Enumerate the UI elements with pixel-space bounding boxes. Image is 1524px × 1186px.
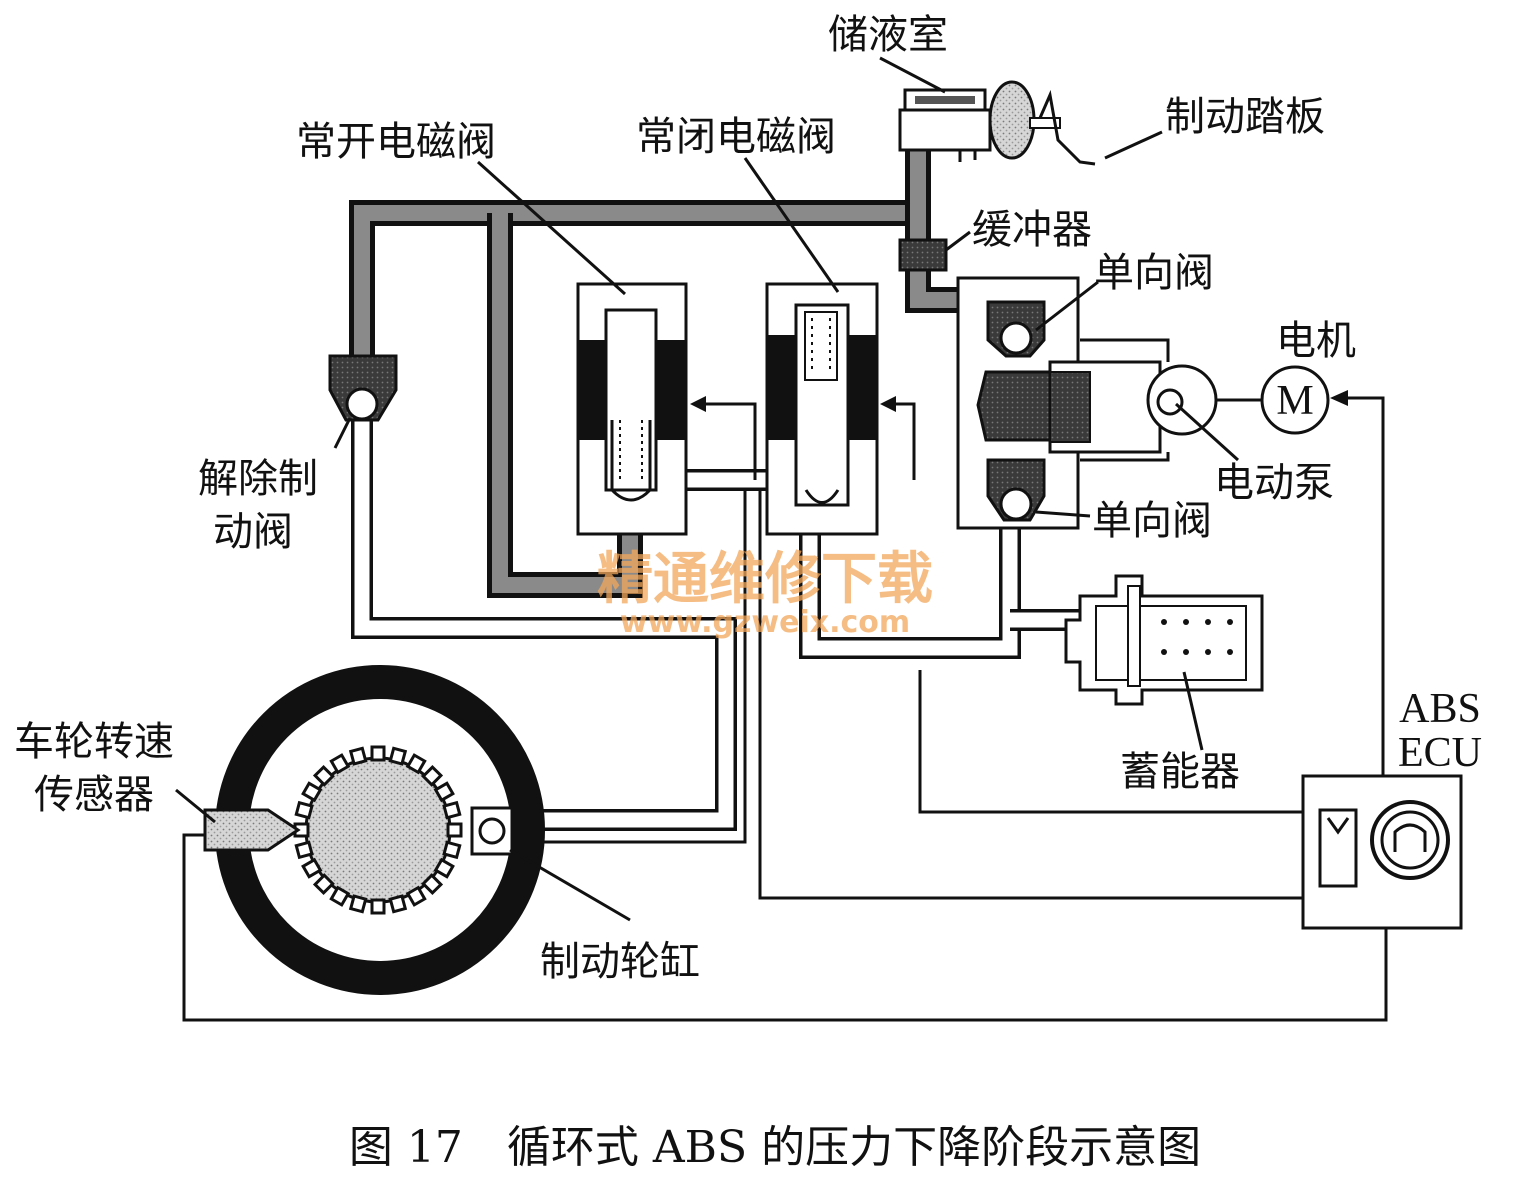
label-wheel-cylinder: 制动轮缸 [540, 939, 700, 985]
tone-ring-tooth [388, 894, 408, 914]
buffer-device [898, 238, 948, 272]
tone-ring-tooth [312, 764, 335, 787]
tone-ring-tooth [388, 746, 408, 766]
label-wheel-sensor-line2: 传感器 [34, 772, 154, 818]
label-wheel-sensor-line1: 车轮转速 [14, 719, 174, 765]
accumulator-device [1064, 574, 1264, 706]
low-pressure-lines [351, 410, 1080, 831]
tone-ring-tooth [405, 753, 427, 775]
tone-ring-tooth [294, 800, 314, 820]
motor: M [1260, 365, 1330, 435]
tone-ring-teeth [293, 745, 463, 915]
tone-ring-tooth [433, 857, 455, 879]
label-accumulator: 蓄能器 [1120, 749, 1240, 795]
release-valve [328, 354, 398, 422]
tone-ring-tooth [442, 800, 462, 820]
tone-ring-tooth [405, 885, 427, 907]
abs-ecu [1301, 774, 1463, 930]
tone-ring-tooth [442, 840, 462, 860]
wheel-assembly [203, 665, 545, 995]
label-electric-pump: 电动泵 [1214, 460, 1334, 506]
label-motor: 电机 [1276, 318, 1356, 364]
tone-ring-tooth [421, 764, 444, 787]
tone-ring-tooth [312, 873, 335, 896]
tone-ring-tooth [329, 753, 351, 775]
control-arrows [690, 396, 916, 480]
master-cylinder-assembly [898, 80, 1096, 166]
figure-caption: 图 17 循环式 ABS 的压力下降阶段示意图 [349, 1122, 1201, 1173]
label-release-valve-line2: 动阀 [213, 509, 293, 555]
watermark-line1: 精通维修下载 [597, 547, 933, 612]
tone-ring-tooth [329, 885, 351, 907]
tone-ring-tooth [370, 898, 386, 915]
label-check-valve-top: 单向阀 [1094, 250, 1214, 296]
motor-symbol: M [1276, 378, 1313, 424]
label-ecu-line1: ABS [1399, 686, 1481, 732]
label-normally-closed-valve: 常闭电磁阀 [636, 114, 836, 160]
label-buffer: 缓冲器 [972, 207, 1092, 253]
tone-ring-tooth [348, 746, 368, 766]
label-release-valve-line1: 解除制 [198, 456, 318, 502]
tone-ring-tooth [446, 822, 463, 838]
tone-ring-tooth [294, 840, 314, 860]
tone-ring-tooth [370, 745, 386, 762]
leader-lines [175, 56, 1240, 922]
tone-ring-tooth [301, 857, 323, 879]
tone-ring-tooth [348, 894, 368, 914]
label-reservoir: 储液室 [828, 12, 948, 58]
pump-assembly [956, 276, 1262, 530]
label-check-valve-bottom: 单向阀 [1092, 498, 1212, 544]
tone-ring-tooth [301, 781, 323, 803]
signal-wires [182, 390, 1388, 1022]
label-brake-pedal: 制动踏板 [1165, 94, 1325, 140]
high-pressure-lines [349, 140, 960, 598]
tone-ring-tooth [433, 781, 455, 803]
normally-open-solenoid-valve [576, 282, 688, 536]
watermark-line2: www.gzweix.com [620, 605, 910, 640]
label-normally-open-valve: 常开电磁阀 [296, 119, 496, 165]
label-ecu-line2: ECU [1398, 730, 1482, 776]
normally-closed-solenoid-valve [765, 282, 879, 536]
tone-ring-tooth [421, 873, 444, 896]
